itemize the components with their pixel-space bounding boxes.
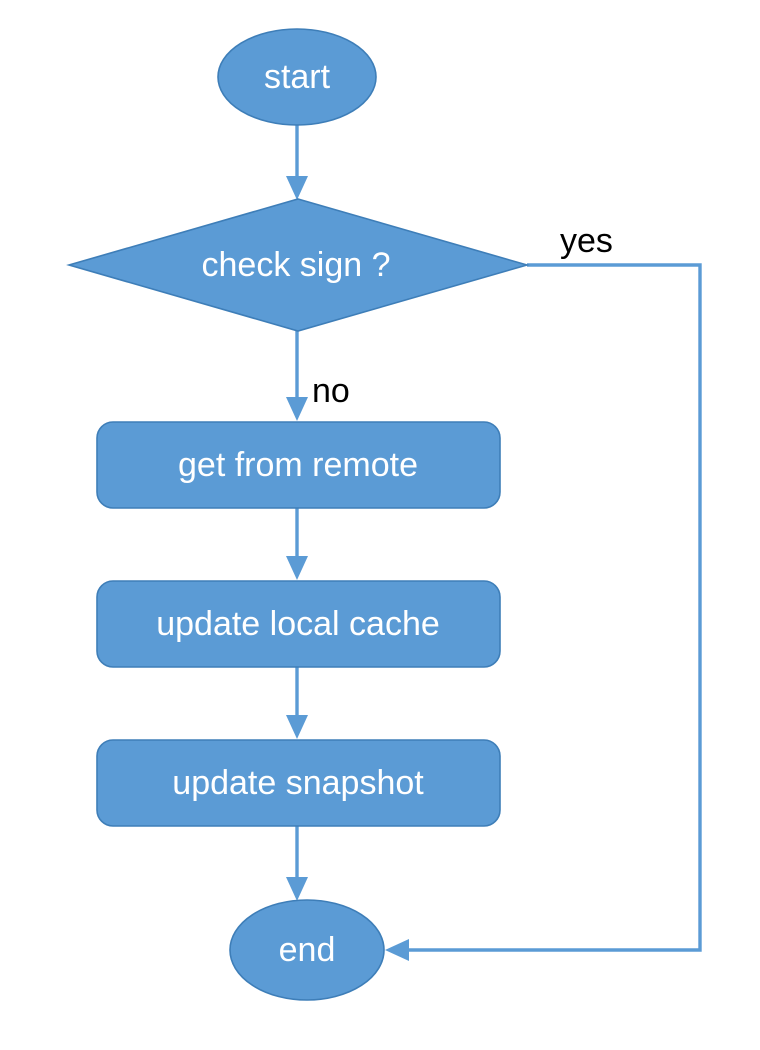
start-ellipse[interactable]	[217, 28, 377, 126]
node-label-check-sign: check sign ?	[202, 246, 391, 284]
edge-update-local-cache-to-update-snapshot	[286, 667, 308, 739]
node-label-start: start	[264, 58, 331, 96]
node-end[interactable]: end	[229, 899, 385, 1001]
update-local-cache-box[interactable]	[96, 580, 501, 668]
arrow-head-icon	[286, 397, 308, 421]
edge-line	[400, 263, 702, 952]
get-from-remote-box[interactable]	[96, 421, 501, 509]
arrow-head-icon	[286, 715, 308, 739]
node-update-snapshot[interactable]: update snapshot	[96, 739, 501, 827]
edge-check-sign-to-end: yes	[385, 222, 702, 961]
edge-label-no: no	[312, 372, 350, 410]
node-get-from-remote[interactable]: get from remote	[96, 421, 501, 509]
check-sign-diamond[interactable]	[66, 198, 530, 332]
arrow-head-icon	[286, 877, 308, 901]
arrow-head-icon	[286, 176, 308, 200]
node-label-update-snapshot: update snapshot	[172, 764, 424, 802]
end-ellipse[interactable]	[229, 899, 385, 1001]
update-snapshot-box[interactable]	[96, 739, 501, 827]
node-label-end: end	[279, 931, 336, 969]
node-start[interactable]: start	[217, 28, 377, 126]
edge-label-yes: yes	[560, 222, 613, 260]
edge-update-snapshot-to-end	[286, 826, 308, 901]
arrow-head-icon	[286, 556, 308, 580]
edge-get-from-remote-to-update-local-cache	[286, 508, 308, 580]
node-label-get-from-remote: get from remote	[178, 446, 418, 484]
node-update-local-cache[interactable]: update local cache	[96, 580, 501, 668]
node-label-update-local-cache: update local cache	[156, 605, 440, 643]
edge-check-sign-to-get-from-remote: no	[286, 331, 350, 421]
edge-start-to-check-sign	[286, 125, 308, 200]
node-check-sign[interactable]: check sign ?	[66, 198, 530, 332]
arrow-head-icon	[385, 939, 409, 961]
